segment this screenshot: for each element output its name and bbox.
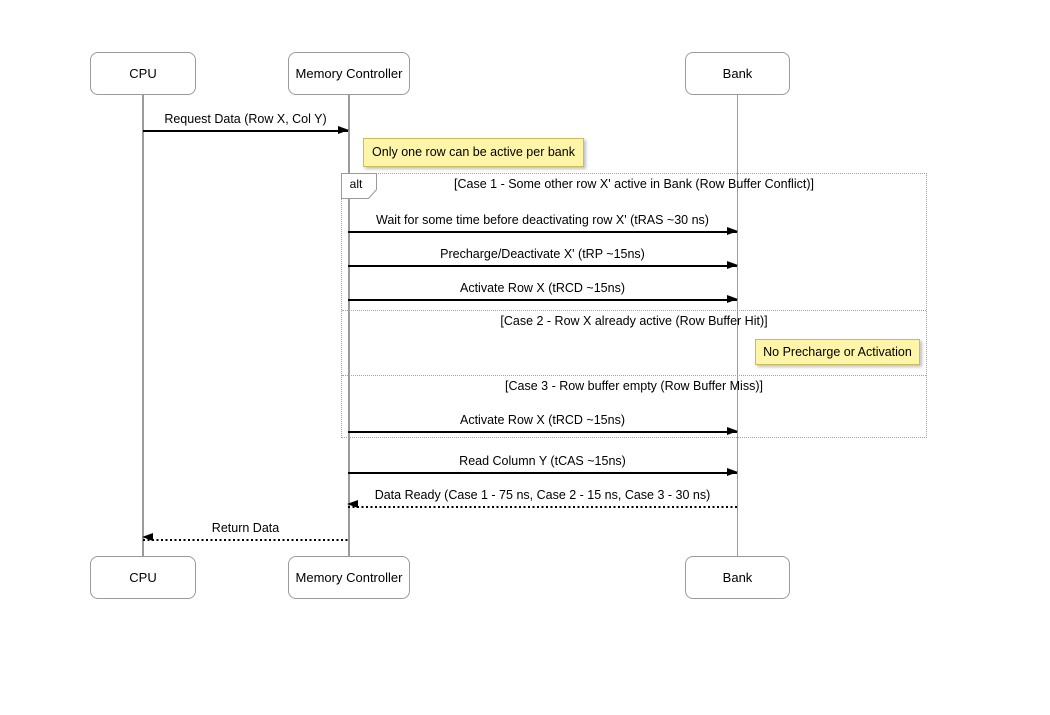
message-precharge-line — [348, 260, 738, 269]
message-precharge: Precharge/Deactivate X' (tRP ~15ns) — [348, 247, 738, 269]
arrowhead-left-icon — [142, 533, 153, 541]
actor-box-cpu-top: CPU — [90, 52, 196, 95]
arrowhead-left-icon — [347, 500, 358, 508]
message-read-column-line — [348, 467, 738, 476]
message-return-data-label: Return Data — [211, 521, 280, 535]
message-activate-row-case1-label: Activate Row X (tRCD ~15ns) — [460, 281, 625, 295]
message-return-data-line — [142, 533, 348, 541]
alt-divider-1 — [342, 310, 926, 311]
message-request-data: Request Data (Row X, Col Y) — [143, 112, 349, 134]
lifeline-bank — [736, 95, 738, 556]
arrowhead-right-icon — [727, 426, 738, 435]
message-wait-tras-label: Wait for some time before deactivating r… — [376, 213, 709, 227]
actor-label-memory-controller-top: Memory Controller — [295, 66, 403, 81]
message-data-ready: Data Ready (Case 1 - 75 ns, Case 2 - 15 … — [347, 488, 737, 508]
message-activate-row-case3: Activate Row X (tRCD ~15ns) — [348, 413, 738, 435]
message-return-data: Return Data — [142, 521, 348, 541]
actor-box-memory-controller-top: Memory Controller — [288, 52, 410, 95]
actor-box-bank-bottom: Bank — [685, 556, 790, 599]
actor-box-cpu-bottom: CPU — [90, 556, 196, 599]
message-data-ready-label: Data Ready (Case 1 - 75 ns, Case 2 - 15 … — [374, 488, 711, 502]
message-request-data-line — [143, 125, 349, 134]
message-data-ready-line — [347, 500, 737, 508]
actor-box-bank-top: Bank — [685, 52, 790, 95]
message-wait-tras-line — [348, 226, 738, 235]
guard-case-3: [Case 3 - Row buffer empty (Row Buffer M… — [505, 379, 763, 393]
lifeline-cpu — [142, 95, 144, 556]
note-no-precharge: No Precharge or Activation — [755, 339, 920, 365]
arrowhead-right-icon — [338, 125, 349, 134]
message-read-column: Read Column Y (tCAS ~15ns) — [348, 454, 738, 476]
guard-case-2: [Case 2 - Row X already active (Row Buff… — [500, 314, 768, 328]
arrowhead-right-icon — [727, 467, 738, 476]
actor-label-bank-bottom: Bank — [722, 570, 753, 585]
message-wait-tras: Wait for some time before deactivating r… — [348, 213, 738, 235]
message-read-column-label: Read Column Y (tCAS ~15ns) — [459, 454, 626, 468]
actor-label-bank-top: Bank — [722, 66, 753, 81]
message-precharge-label: Precharge/Deactivate X' (tRP ~15ns) — [440, 247, 645, 261]
message-activate-row-case3-label: Activate Row X (tRCD ~15ns) — [460, 413, 625, 427]
actor-label-cpu-bottom: CPU — [129, 570, 157, 585]
alt-operator-label: alt — [349, 177, 363, 191]
arrowhead-right-icon — [727, 226, 738, 235]
message-activate-row-case3-line — [348, 426, 738, 435]
note-only-one-row-active: Only one row can be active per bank — [363, 138, 584, 167]
actor-label-cpu-top: CPU — [129, 66, 157, 81]
message-activate-row-case1-line — [348, 294, 738, 303]
message-request-data-label: Request Data (Row X, Col Y) — [164, 112, 327, 126]
lifeline-memory-controller — [348, 95, 350, 556]
guard-case-1: [Case 1 - Some other row X' active in Ba… — [454, 177, 814, 191]
actor-box-memory-controller-bottom: Memory Controller — [288, 556, 410, 599]
alt-frame: alt [Case 1 - Some other row X' active i… — [341, 173, 927, 438]
alt-divider-2 — [342, 375, 926, 376]
message-activate-row-case1: Activate Row X (tRCD ~15ns) — [348, 281, 738, 303]
arrowhead-right-icon — [727, 260, 738, 269]
alt-operator-tab: alt — [341, 173, 377, 199]
alt-tab-shape-icon — [341, 173, 377, 199]
actor-label-memory-controller-bottom: Memory Controller — [295, 570, 403, 585]
arrowhead-right-icon — [727, 294, 738, 303]
